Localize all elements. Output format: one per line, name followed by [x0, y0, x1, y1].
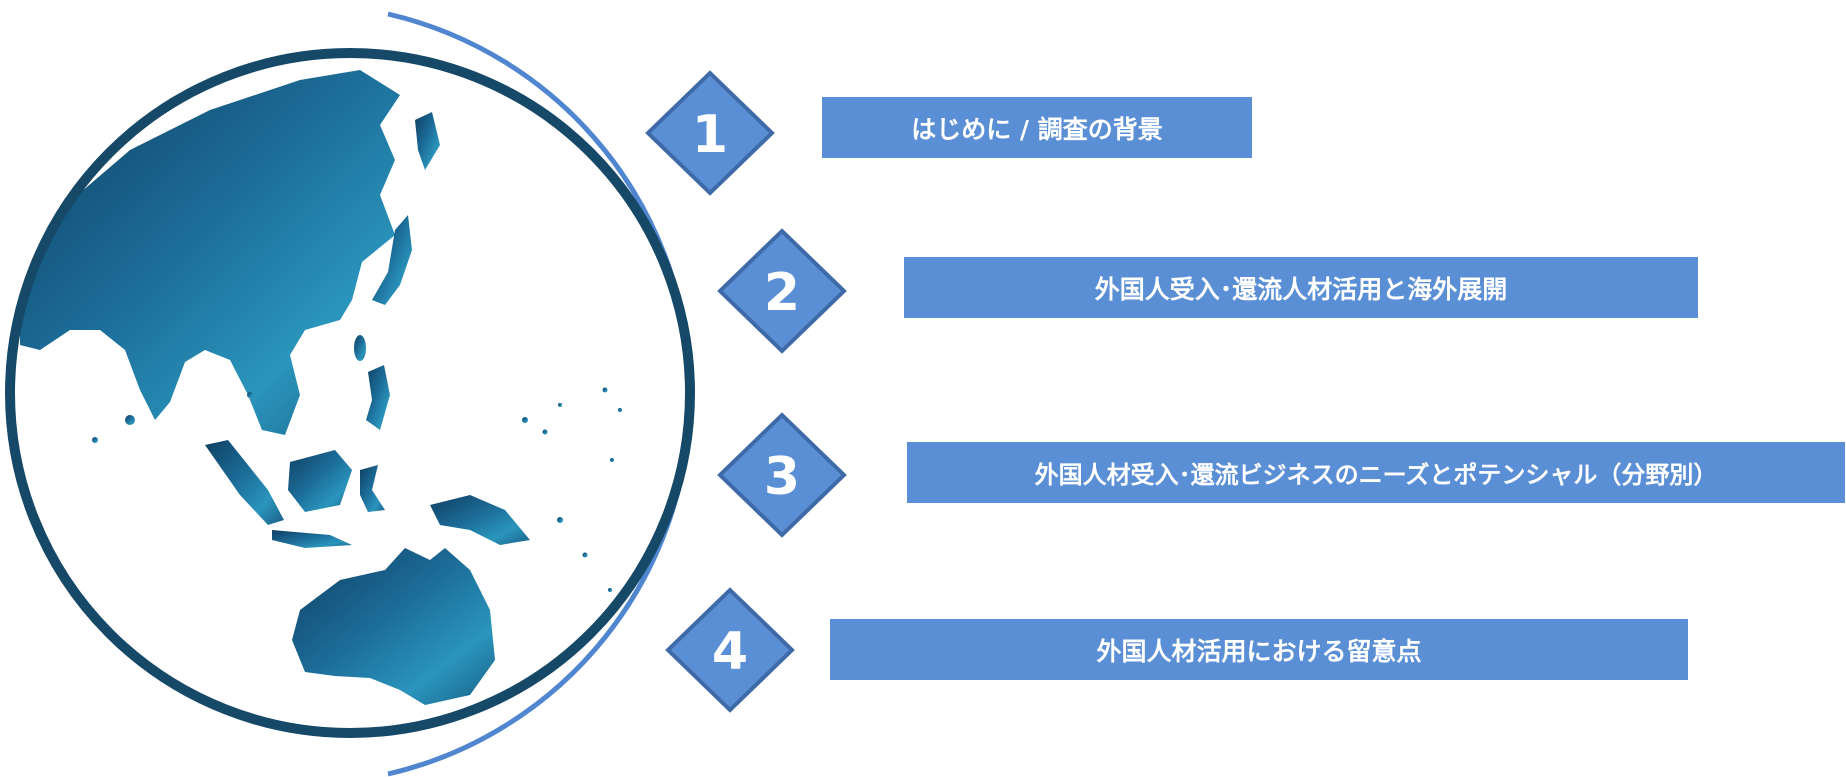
pacific-island [92, 437, 98, 443]
pacific-island [608, 588, 612, 592]
agenda-item-1-label[interactable]: はじめに / 調査の背景 [822, 97, 1252, 158]
agenda-item-2-label[interactable]: 外国人受入･還流人材活用と海外展開 [904, 257, 1698, 318]
pacific-island [602, 387, 608, 393]
pacific-island [582, 552, 588, 558]
agenda-markers [645, 70, 847, 713]
pacific-island [618, 408, 622, 412]
globe-landmasses [20, 70, 622, 730]
pacific-island [610, 458, 614, 462]
globe [5, 48, 695, 738]
pacific-island [522, 417, 528, 423]
pacific-island [125, 415, 135, 425]
new-guinea-landmass [430, 495, 530, 545]
pacific-island [247, 392, 253, 398]
marker-diamond-4[interactable] [665, 587, 795, 713]
pacific-island [557, 517, 563, 523]
pacific-island [558, 403, 562, 407]
asia-landmass [20, 70, 400, 435]
globe-rim [5, 48, 695, 738]
java-landmass [272, 530, 352, 548]
agenda-item-3-label[interactable]: 外国人材受入･還流ビジネスのニーズとポテンシャル（分野別） [907, 442, 1845, 503]
agenda-item-4-label[interactable]: 外国人材活用における留意点 [830, 619, 1688, 680]
marker-diamond-1[interactable] [645, 70, 775, 196]
pacific-island [542, 429, 548, 435]
japan-landmass [372, 215, 412, 305]
kamchatka-landmass [415, 112, 440, 170]
philippines-landmass [366, 365, 390, 430]
borneo-landmass [288, 450, 352, 512]
taiwan-landmass [354, 335, 366, 361]
sulawesi-landmass [360, 465, 385, 512]
sumatra-landmass [205, 440, 284, 525]
marker-diamond-2[interactable] [717, 228, 847, 354]
marker-diamond-3[interactable] [717, 412, 847, 538]
australia-landmass [292, 548, 495, 705]
